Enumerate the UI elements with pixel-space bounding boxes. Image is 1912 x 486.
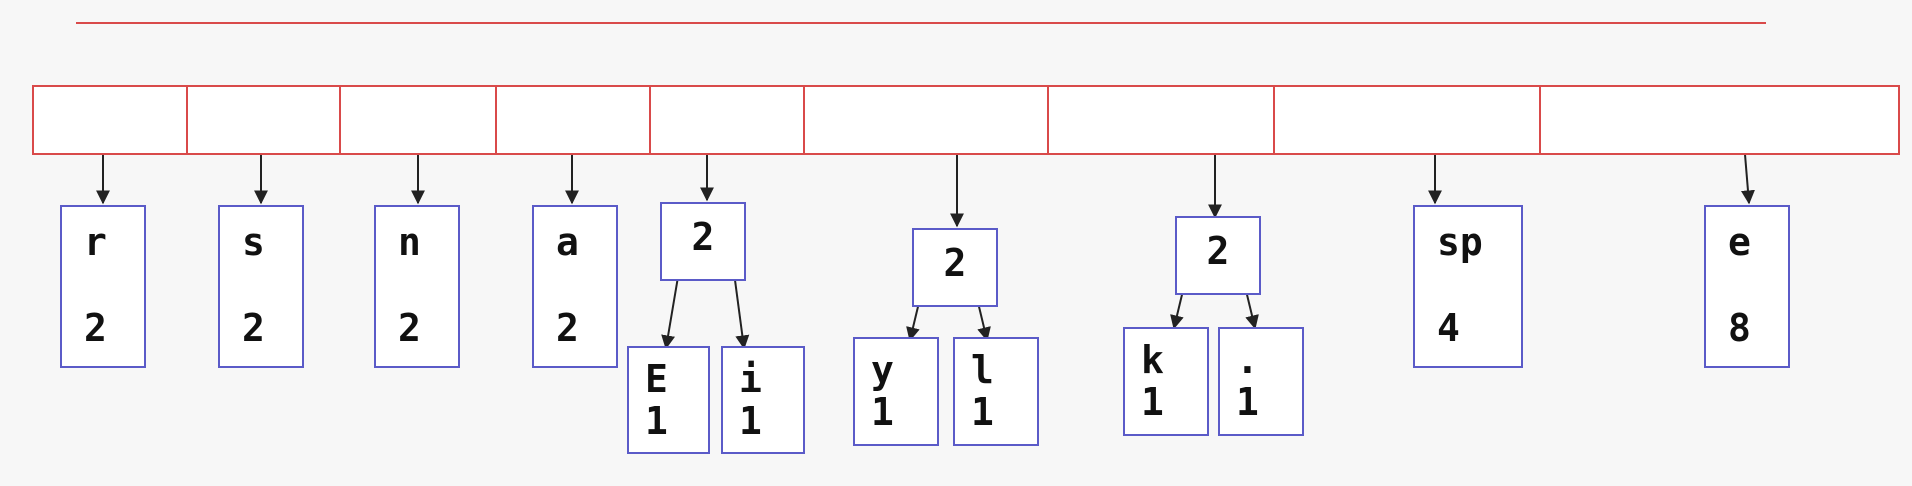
node-count: 2 [242, 306, 265, 350]
node-char: r [84, 220, 107, 264]
child-node: . 1 [1218, 327, 1304, 436]
queue-slot [495, 87, 651, 153]
node-char: E [645, 357, 668, 401]
node-count: 2 [943, 241, 967, 285]
node-char: l [971, 348, 994, 392]
node-char: e [1728, 220, 1751, 264]
node-char: y [871, 348, 894, 392]
parent-node: 2 [1175, 216, 1261, 295]
child-node: l 1 [953, 337, 1039, 446]
node-count: 1 [971, 390, 994, 434]
node-count: 4 [1437, 306, 1460, 350]
leaf-node: sp 4 [1413, 205, 1523, 368]
queue-slots [32, 85, 1900, 155]
node-count: 1 [739, 399, 762, 443]
queue-slot [34, 87, 188, 153]
node-char: a [556, 220, 579, 264]
queue-slot [1273, 87, 1541, 153]
child-node: k 1 [1123, 327, 1209, 436]
node-count: 2 [84, 306, 107, 350]
node-count: 2 [1206, 229, 1230, 273]
node-char: s [242, 220, 265, 264]
node-count: 1 [1141, 380, 1164, 424]
node-char: sp [1437, 220, 1483, 264]
leaf-node: n 2 [374, 205, 460, 368]
queue-slot [1047, 87, 1275, 153]
node-count: 2 [556, 306, 579, 350]
node-count: 1 [645, 399, 668, 443]
node-char: n [398, 220, 421, 264]
node-char: i [739, 357, 762, 401]
queue-slot [649, 87, 805, 153]
node-count: 2 [691, 215, 715, 259]
queue-slot [803, 87, 1049, 153]
node-count: 2 [398, 306, 421, 350]
child-node: y 1 [853, 337, 939, 446]
leaf-node: a 2 [532, 205, 618, 368]
child-node: i 1 [721, 346, 805, 454]
leaf-node: r 2 [60, 205, 146, 368]
node-char: k [1141, 338, 1164, 382]
node-count: 1 [871, 390, 894, 434]
node-count: 1 [1236, 380, 1259, 424]
queue-slot [339, 87, 497, 153]
node-count: 8 [1728, 306, 1751, 350]
node-char: . [1236, 338, 1259, 382]
parent-node: 2 [912, 228, 998, 307]
parent-node: 2 [660, 202, 746, 281]
queue-slot [186, 87, 341, 153]
child-node: E 1 [627, 346, 710, 454]
top-rule [76, 22, 1766, 24]
leaf-node: e 8 [1704, 205, 1790, 368]
leaf-node: s 2 [218, 205, 304, 368]
